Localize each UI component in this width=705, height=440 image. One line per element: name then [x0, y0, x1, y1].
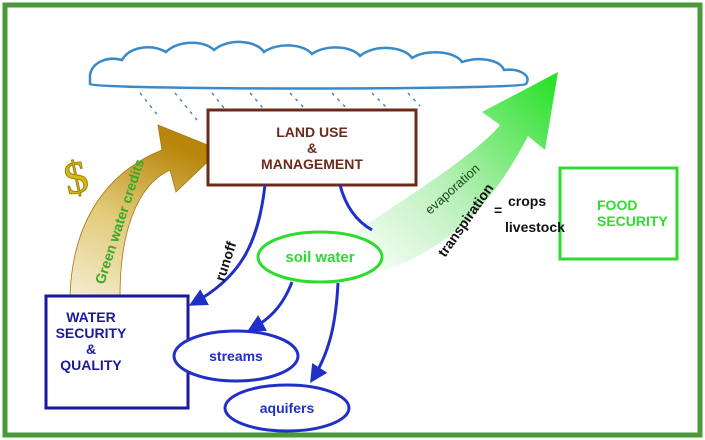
aquifers-ellipse [223, 383, 351, 433]
soil-to-streams-arrow [246, 281, 294, 332]
land-to-soil-arrow [338, 184, 373, 232]
food-security-line-2: SECURITY [597, 213, 668, 229]
food-security-line-1: FOOD [597, 197, 637, 213]
runoff-arrow [188, 184, 267, 306]
water-security-quality-box [44, 294, 190, 410]
evaporation-transpiration-arrow [350, 72, 558, 270]
equals-sign: = [494, 202, 502, 218]
land-use-management-box [206, 108, 418, 187]
land-use-line-3: MANAGEMENT [261, 156, 363, 172]
livestock-label: livestock [505, 219, 565, 235]
aquifers-label: aquifers [260, 400, 315, 416]
soil-water-label: soil water [285, 249, 354, 266]
soil-to-aquifers-arrow [310, 282, 340, 384]
streams-label: streams [209, 348, 263, 364]
water-security-line-4: QUALITY [60, 357, 122, 373]
food-security-box [558, 166, 679, 261]
cloud-icon [88, 40, 529, 90]
soil-water-ellipse [256, 230, 384, 284]
water-security-line-3: & [86, 341, 96, 357]
land-use-line-1: LAND USE [276, 124, 348, 140]
water-security-line-1: WATER [66, 309, 116, 325]
water-security-line-2: SECURITY [56, 325, 127, 341]
crops-label: crops [508, 193, 546, 209]
streams-ellipse [172, 329, 300, 383]
land-use-line-2: & [307, 140, 317, 156]
